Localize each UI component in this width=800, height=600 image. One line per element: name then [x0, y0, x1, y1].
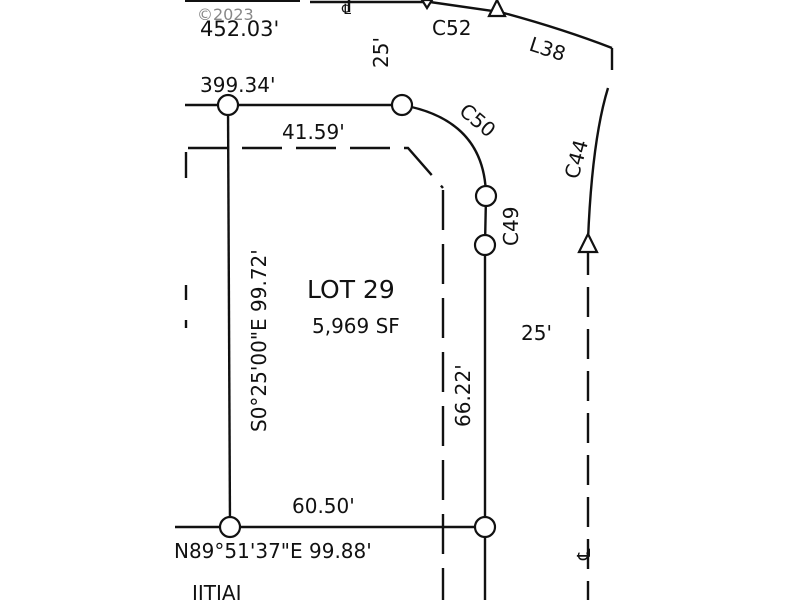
- triangle-marker-c52: [420, 0, 434, 11]
- watermark: ©2023: [197, 5, 254, 24]
- c50-label: C50: [455, 98, 501, 142]
- lot-area: 5,969 SF: [312, 314, 400, 338]
- lot-name: LOT 29: [307, 275, 395, 304]
- l38-label: L38: [526, 32, 568, 66]
- centerline-symbol-top: ℄: [341, 2, 351, 18]
- top-partial-dimension: 452.03': [200, 17, 279, 41]
- centerline-symbol-bottom: ℄: [574, 548, 595, 561]
- c44-label: C44: [560, 137, 593, 181]
- monument-se: [473, 515, 497, 539]
- triangle-marker-l38: [487, 0, 507, 18]
- triangle-marker-c44: [577, 231, 599, 254]
- monument-c49-top: [474, 184, 498, 208]
- bottom-partial-label: JITIAI: [190, 581, 242, 600]
- west-lot-line: [226, 104, 232, 528]
- monument-c50-start: [390, 93, 414, 117]
- row-width-right: 25': [521, 321, 552, 345]
- monument-sw: [218, 515, 242, 539]
- setback-top-dimension: 41.59': [282, 120, 345, 144]
- c50-curve: [401, 103, 488, 197]
- east-length-label: 66.22': [451, 364, 475, 427]
- monument-nw: [216, 93, 240, 117]
- setback-line-top: [188, 146, 444, 189]
- c44-arc: [586, 87, 610, 241]
- top-line-dimension: 399.34': [200, 73, 275, 97]
- monument-c49-bottom: [473, 233, 497, 257]
- south-bearing-label: N89°51'37"E 99.88': [174, 539, 372, 563]
- south-length-label: 60.50': [292, 494, 355, 518]
- row-width-top: 25': [369, 37, 393, 68]
- c49-label: C49: [499, 207, 523, 246]
- west-bearing-label: S0°25'00"E 99.72': [247, 249, 271, 432]
- c52-label: C52: [432, 16, 471, 40]
